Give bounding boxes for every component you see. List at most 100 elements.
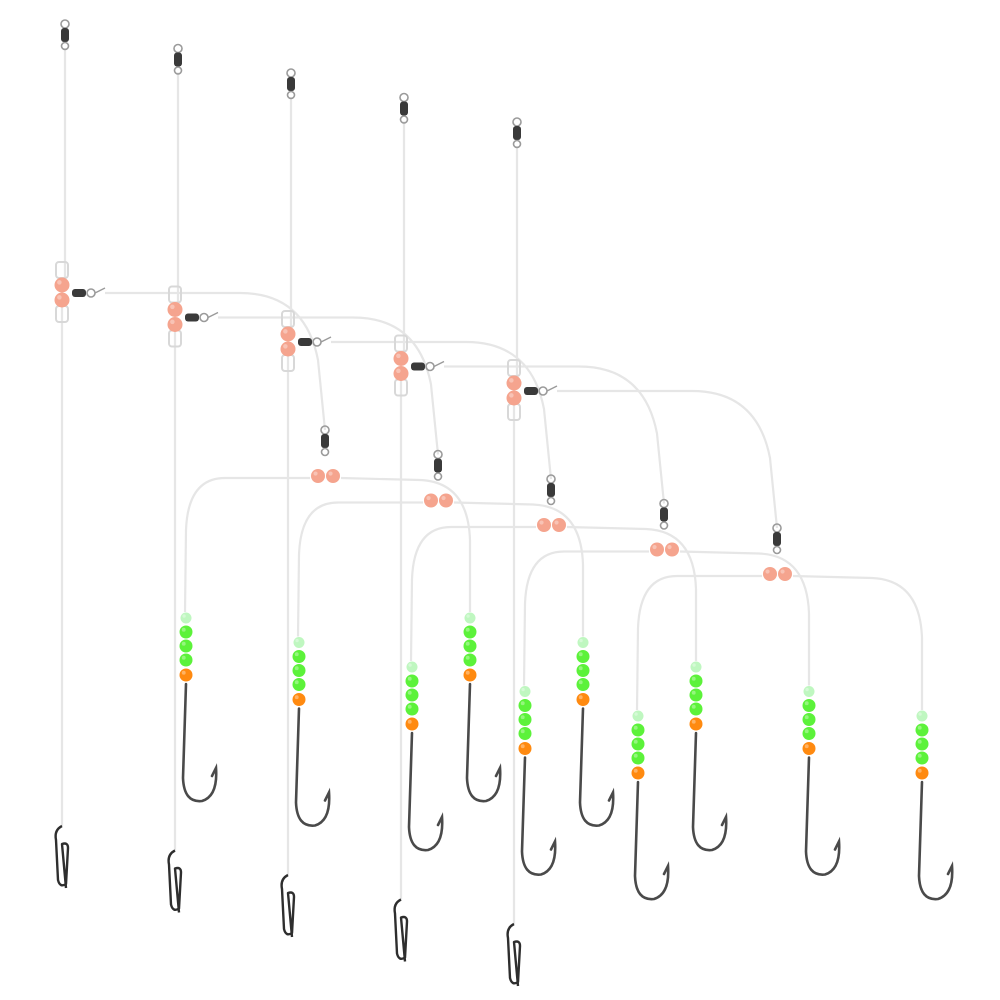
orange-bead [405,717,419,731]
dropper-left [296,501,423,637]
glow-bead [406,661,418,673]
glow-bead [632,710,644,722]
swivel-barrel [321,434,329,448]
bead-highlight [170,319,175,325]
bead-highlight [57,280,62,285]
hook-assembly [802,686,841,876]
glow-bead [292,650,306,663]
swivel-barrel [400,101,408,116]
orange-bead [576,693,590,706]
swivel-barrel [298,338,312,346]
swivel-ring [320,447,330,457]
glow-bead [464,612,476,624]
swivel-barrel [185,313,199,322]
glow-bead [463,625,477,639]
glow-bead [915,737,929,751]
snap-clip [54,824,70,889]
glow-bead [802,713,816,726]
line-tag [433,360,445,368]
glow-bead [576,664,590,677]
top-swivel [399,92,409,124]
bead-highlight [465,670,470,675]
dropper-right [679,550,811,686]
main-line [286,97,293,875]
line-tag [207,311,219,319]
drop-swivel [659,498,669,530]
bead-highlight [578,680,583,685]
t-bead [326,469,340,483]
t-bead [424,493,438,508]
glow-bead [802,727,816,740]
glow-bead [631,751,645,765]
swivel-barrel [547,483,555,497]
branch-line [444,365,666,504]
main-line [60,48,67,826]
glow-bead [577,637,589,648]
rig-3 [280,68,728,938]
orange-bead [292,693,306,706]
t-bead [665,542,679,557]
bead-highlight [691,704,696,709]
bead-highlight [917,739,922,744]
swivel [298,336,332,347]
bead-highlight [465,627,470,632]
rig-5 [506,117,954,987]
swivel-ring [60,41,70,51]
snap-wire [393,898,409,962]
glow-bead [293,637,305,648]
hook [294,707,331,827]
bead-highlight [765,569,770,574]
t-bead [537,518,551,532]
swivel-barrel [660,507,668,522]
swivel-barrel [174,52,182,67]
dropper-right [340,476,472,612]
hook-assembly [518,686,557,876]
snap-clip [393,898,409,962]
top-swivel [60,19,70,51]
snap-clip [280,873,296,938]
t-bead [439,493,453,508]
glow-bead [518,699,532,712]
hook [804,756,841,876]
bead-highlight [667,544,672,550]
swivel-barrel [411,362,425,371]
bead-highlight [328,471,333,476]
swivel-barrel [524,387,538,395]
hook [633,780,670,901]
bead-highlight [520,715,525,720]
swivel-barrel [773,532,781,546]
line-tag [94,287,106,294]
orange-bead [631,766,645,780]
dropper-left [522,550,649,686]
main-line [399,121,406,900]
swivel-ring [433,472,443,481]
bead-highlight [804,744,809,749]
glow-bead [179,625,193,639]
bead-highlight [633,725,638,730]
hook-assembly [463,612,502,803]
glow-bead [518,727,532,740]
bead-highlight [578,695,583,700]
bead-highlight [509,378,514,383]
bead-highlight [634,712,638,716]
swivel-ring [286,90,296,100]
dropper-left [183,476,310,613]
snap-wire [280,873,296,938]
bead-highlight [578,666,583,671]
bead-highlight [918,712,922,716]
bead-highlight [294,666,299,671]
glow-bead [292,678,306,691]
hook-assembly [405,661,444,852]
glow-bead [292,664,306,677]
bead-highlight [804,729,809,734]
swivel-ring [546,496,556,506]
bead-highlight [465,641,470,646]
branch-line [557,389,779,529]
bead-highlight [407,676,412,681]
line-tag [546,385,558,392]
swivel-ring [659,521,669,530]
drop-swivel [433,449,443,481]
drop-swivel [772,523,782,555]
glow-bead [916,710,928,722]
bead-highlight [313,471,318,476]
